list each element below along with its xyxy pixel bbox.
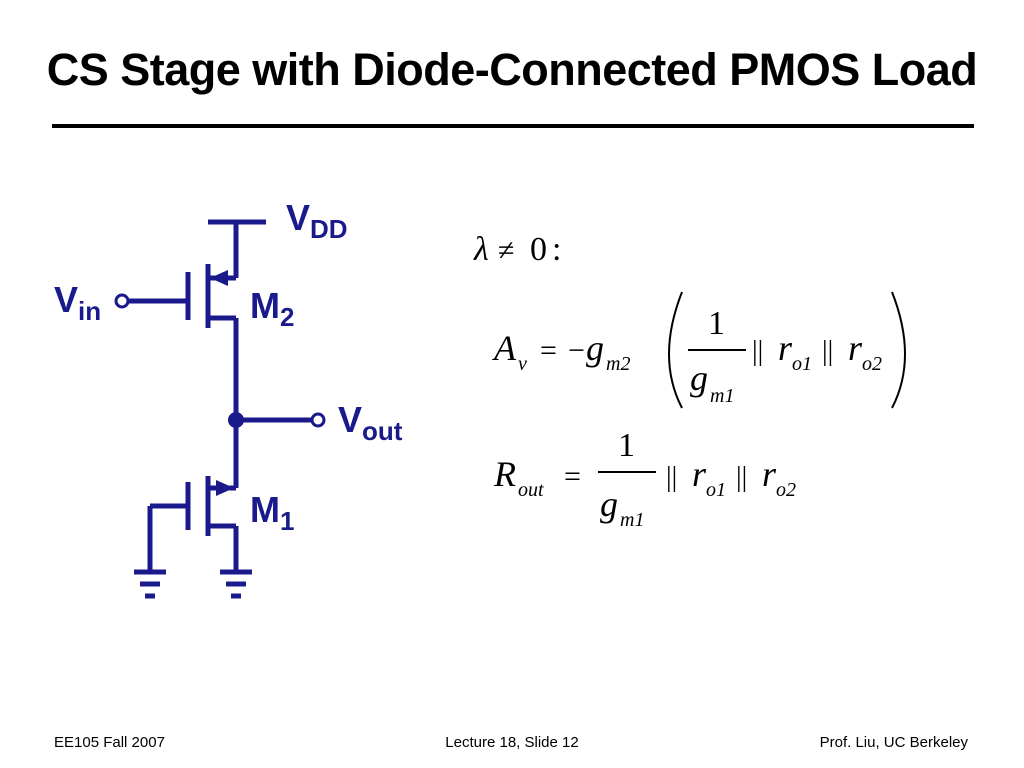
vin-label: Vin	[54, 279, 101, 326]
vdd-label: VDD	[286, 197, 348, 244]
vout-label: Vout	[338, 399, 403, 446]
rout-r1: r	[692, 454, 707, 494]
rout-frac-den-g: g	[600, 484, 618, 524]
av-paren-right	[891, 291, 906, 409]
rout-frac-num: 1	[618, 427, 635, 464]
rout-par2: ||	[736, 462, 747, 493]
equations-block: λ ≠ 0 : A v = − g m2 1 g m1 || r o1 || r…	[473, 231, 906, 531]
rout-r2-sub: o2	[776, 479, 796, 501]
rout-frac-den-sub: m1	[620, 509, 644, 531]
m1-arrow	[216, 480, 234, 496]
title-underline	[52, 124, 974, 128]
av-eq: =	[540, 334, 557, 367]
av-g-sub: m2	[606, 353, 630, 375]
condition-lambda: λ	[473, 231, 489, 268]
rout-r2: r	[762, 454, 777, 494]
m2-label: M2	[250, 285, 294, 332]
av-r1-sub: o1	[792, 353, 812, 375]
av-g: g	[586, 328, 604, 368]
footer-author: Prof. Liu, UC Berkeley	[819, 734, 968, 751]
circuit-schematic: VDD Vin M2 Vout M1	[54, 197, 403, 599]
condition-colon: :	[552, 231, 561, 268]
av-paren-left	[668, 291, 683, 409]
av-frac-den-sub: m1	[710, 385, 734, 407]
slide-title: CS Stage with Diode-Connected PMOS Load	[46, 44, 978, 95]
av-frac-den-g: g	[690, 358, 708, 398]
footer-slide-number: Lecture 18, Slide 12	[445, 734, 579, 751]
av-r2-sub: o2	[862, 353, 882, 375]
av-par2: ||	[822, 336, 833, 367]
vout-terminal	[310, 412, 326, 428]
av-minus: −	[568, 334, 585, 367]
av-lhs-sub: v	[518, 353, 527, 375]
av-par1: ||	[752, 336, 763, 367]
condition-zero: 0	[530, 231, 547, 268]
av-r2: r	[848, 328, 863, 368]
av-lhs: A	[492, 328, 517, 368]
output-node-dot	[228, 412, 244, 428]
rout-r1-sub: o1	[706, 479, 726, 501]
rout-par1: ||	[666, 462, 677, 493]
rout-eq: =	[564, 460, 581, 493]
rout-lhs-sub: out	[518, 479, 544, 501]
footer-course: EE105 Fall 2007	[54, 734, 165, 751]
vin-terminal	[114, 293, 130, 309]
m1-label: M1	[250, 489, 294, 536]
m2-arrow	[210, 270, 228, 286]
av-r1: r	[778, 328, 793, 368]
av-frac-num: 1	[708, 305, 725, 342]
rout-lhs: R	[493, 454, 516, 494]
condition-neq: ≠	[498, 234, 514, 267]
